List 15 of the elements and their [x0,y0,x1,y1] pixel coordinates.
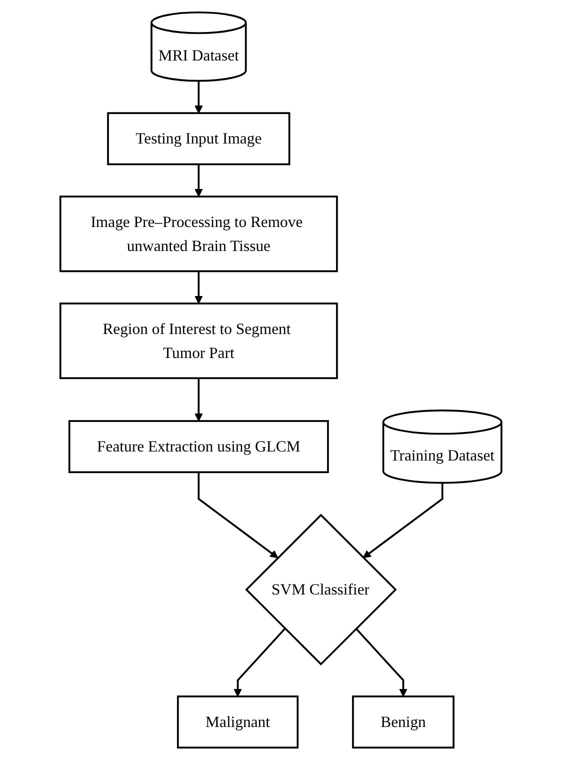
node-box: Malignant [177,696,299,749]
node-diamond: SVM Classifier [245,514,397,666]
node-box: Region of Interest to Segment Tumor Part [60,302,338,380]
node-box: Testing Input Image [107,112,290,166]
arrow [355,628,408,697]
arrow [362,482,444,558]
arrow [194,80,203,114]
arrow [234,628,286,697]
arrow [194,164,203,197]
node-box: Benign [352,696,455,749]
arrow [194,378,203,422]
arrow [198,472,278,558]
node-box: Feature Extraction using GLCM [68,420,329,474]
node-box: Image Pre–Processing to Remove unwanted Brain Tissue [60,196,338,272]
arrow [194,271,203,304]
